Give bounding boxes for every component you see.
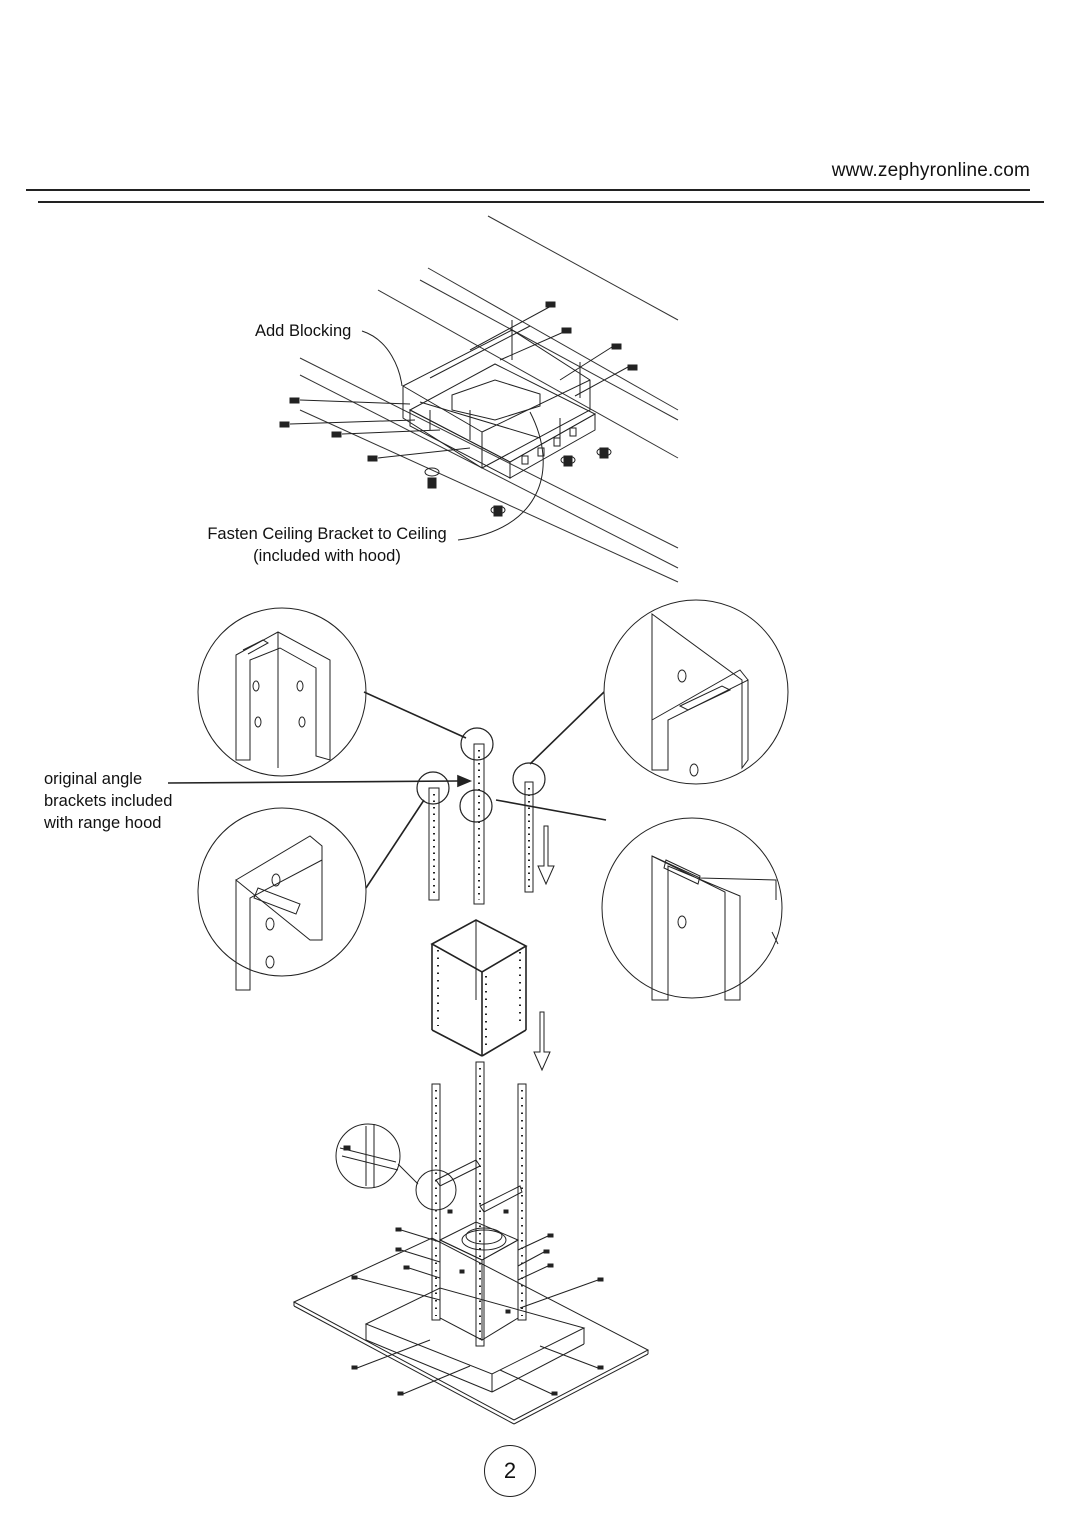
header-rule-top: [26, 189, 1030, 191]
range-hood-canopy: [294, 1238, 648, 1424]
detail-circle-bottom-left: [198, 808, 366, 990]
base-housing: [440, 1222, 518, 1340]
header-rule-bottom: [38, 201, 1044, 203]
down-arrow-upper: [538, 826, 554, 884]
included-with-hood-line: (included with hood): [253, 547, 401, 565]
detail-circle-top-left: [198, 608, 366, 776]
ceiling-bracket: [410, 364, 595, 478]
original-brackets-line-3: with range hood: [44, 814, 162, 832]
detail-circle-top-right: [604, 600, 788, 784]
frame-detail-inset: [336, 1124, 456, 1210]
small-markers: [417, 728, 545, 822]
website-url: www.zephyronline.com: [831, 160, 1030, 181]
original-brackets-label: original angle brackets included with ra…: [44, 768, 204, 834]
original-brackets-arrow: [168, 776, 470, 786]
duct-sleeve: [432, 920, 526, 1056]
bracket-screws: [280, 302, 637, 516]
fasten-bracket-label: Fasten Ceiling Bracket to Ceiling (inclu…: [194, 523, 460, 567]
callout-leaders-top: [362, 331, 543, 540]
page-number-badge: 2: [484, 1445, 536, 1497]
frame-screws: [352, 1210, 603, 1395]
angle-brackets-upper: [429, 744, 533, 904]
original-brackets-line-2: brackets included: [44, 792, 173, 810]
add-blocking-label: Add Blocking: [255, 322, 352, 340]
detail-circle-bottom-right: [602, 818, 782, 1000]
detail-leaders: [364, 692, 606, 888]
down-arrow-lower: [534, 1012, 550, 1070]
fasten-bracket-line: Fasten Ceiling Bracket to Ceiling: [207, 525, 447, 543]
frame-assembly: [432, 1062, 526, 1346]
page-number: 2: [503, 1458, 517, 1483]
ceiling-joists: [300, 216, 678, 582]
original-brackets-line-1: original angle: [44, 770, 143, 788]
blocking-frame: [403, 320, 590, 468]
